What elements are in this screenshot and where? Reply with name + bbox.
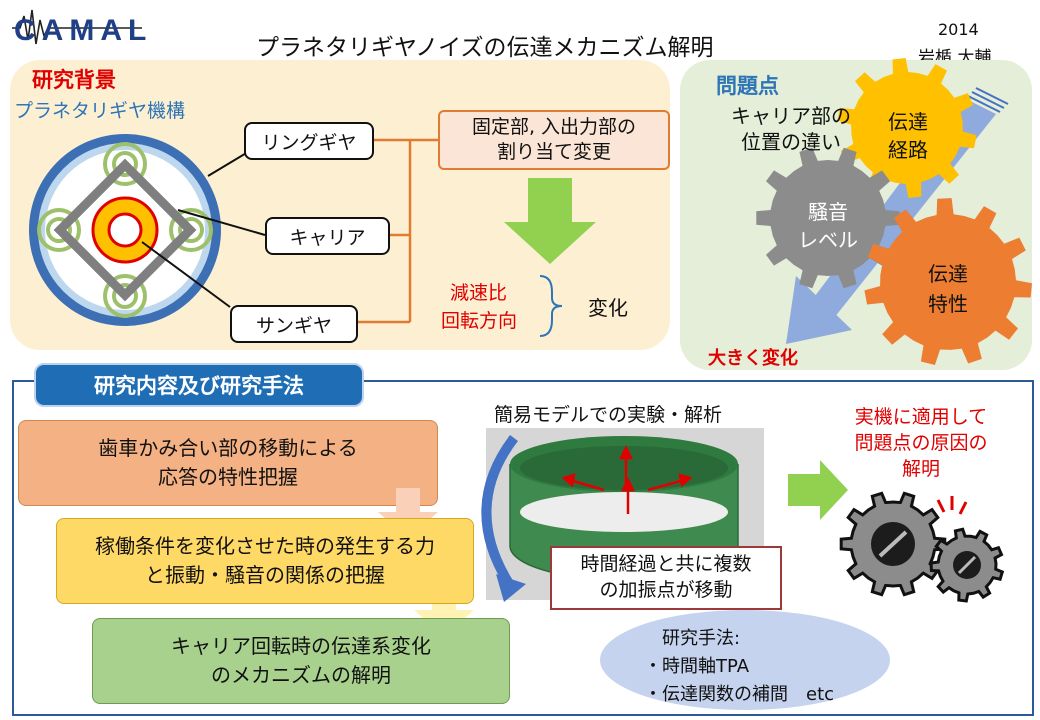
gear-characteristic-label-line2: 特性 — [928, 292, 968, 316]
assignment-change-line1: 固定部, 入出力部の — [471, 116, 637, 139]
assignment-change-box: 固定部, 入出力部の 割り当て変更 — [438, 110, 670, 170]
mechanism-label: プラネタリギヤ機構 — [14, 100, 186, 122]
page-title: プラネタリギヤノイズの伝達メカニズム解明 — [256, 35, 714, 61]
step1-box: 歯車かみ合い部の移動による 応答の特性把握 — [18, 420, 438, 506]
planetary-gear-diagram — [29, 134, 221, 326]
assignment-change-line2: 割り当て変更 — [496, 141, 611, 163]
big-change-label: 大きく変化 — [708, 348, 798, 369]
gear-path-label-line2: 経路 — [888, 138, 928, 162]
problem-heading: 問題点 — [716, 74, 779, 98]
step2-line1: 稼働条件を変化させた時の発生する力 — [95, 534, 435, 558]
technique-item-tpa: ・時間軸TPA — [644, 656, 750, 677]
moving-points-line1: 時間経過と共に複数 — [580, 553, 752, 576]
ratio-item-rotation: 回転方向 — [441, 310, 518, 332]
step3-box: キャリア回転時の伝達系変化 のメカニズムの解明 — [92, 618, 510, 704]
moving-points-line2: の加振点が移動 — [599, 579, 733, 601]
apply-text-line3: 解明 — [901, 458, 940, 480]
problem-description-line2: 位置の違い — [741, 130, 841, 154]
year-label: 2014 — [938, 20, 979, 39]
techniques-ellipse — [600, 610, 890, 710]
methods-frame — [12, 380, 1034, 716]
gear-noise-label-line1: 騒音 — [808, 200, 848, 224]
carrier-label: キャリア — [265, 217, 390, 255]
sun-gear-label: サンギヤ — [230, 305, 358, 343]
step2-line2: と振動・騒音の関係の把握 — [145, 563, 385, 587]
apply-text-line2: 問題点の原因の — [854, 432, 988, 454]
techniques-heading: 研究手法: — [662, 628, 741, 649]
moving-points-box: 時間経過と共に複数 の加振点が移動 — [550, 546, 782, 610]
gear-noise-label-line2: レベル — [798, 228, 858, 252]
apply-text-line1: 実機に適用して — [854, 406, 988, 428]
problem-description-line1: キャリア部の — [731, 104, 851, 128]
model-label: 簡易モデルでの実験・解析 — [494, 404, 723, 426]
step3-line1: キャリア回転時の伝達系変化 — [171, 634, 431, 658]
step3-line2: のメカニズムの解明 — [211, 663, 391, 687]
change-label: 変化 — [588, 296, 628, 320]
ratio-item-reduction: 減速比 — [450, 282, 508, 304]
background-heading: 研究背景 — [32, 68, 116, 92]
methods-tab: 研究内容及び研究手法 — [34, 363, 364, 407]
step1-line2: 応答の特性把握 — [158, 465, 298, 489]
logo-text: CAMAL — [14, 14, 153, 47]
camal-logo — [12, 9, 142, 45]
step2-box: 稼働条件を変化させた時の発生する力 と振動・騒音の関係の把握 — [56, 518, 474, 604]
gear-path-label-line1: 伝達 — [888, 110, 928, 134]
step1-line1: 歯車かみ合い部の移動による — [98, 436, 358, 460]
technique-item-interpolation: ・伝達関数の補間 etc — [644, 684, 835, 705]
gear-characteristic-label-line1: 伝達 — [928, 262, 968, 286]
ring-gear-label: リングギヤ — [244, 122, 374, 160]
